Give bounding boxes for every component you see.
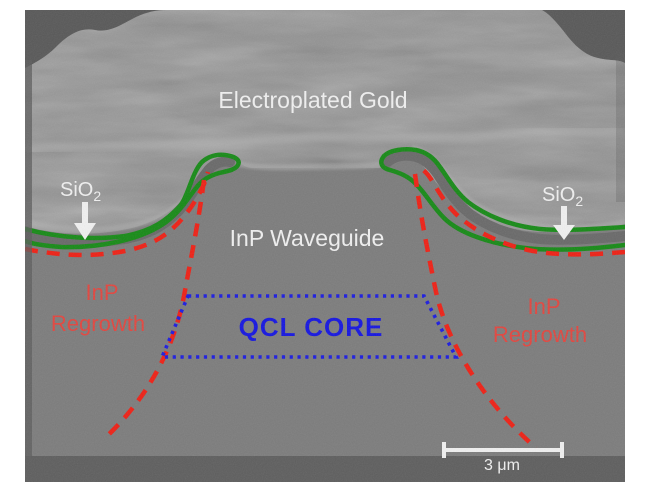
- sem-grain-overlay: [25, 10, 625, 482]
